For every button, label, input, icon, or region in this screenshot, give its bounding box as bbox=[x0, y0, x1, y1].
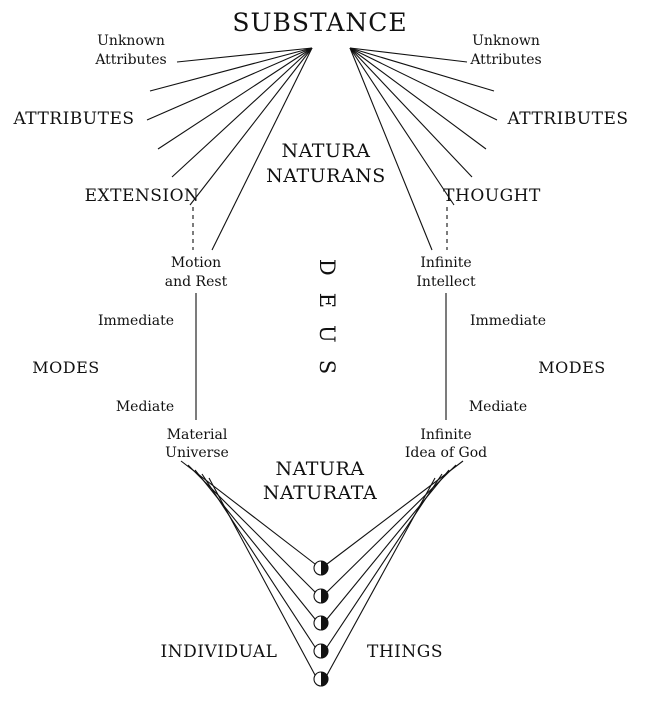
natura-naturata-label-line2: NATURATA bbox=[263, 482, 377, 504]
fan-line-right-6 bbox=[349, 47, 455, 206]
fan-line-left-5 bbox=[171, 47, 313, 178]
fan-line-left-1 bbox=[176, 47, 313, 63]
natura-naturata-label-line1: NATURA bbox=[275, 458, 364, 480]
unknown-attributes-right-label-line1: Unknown bbox=[472, 33, 540, 49]
substance-label: SUBSTANCE bbox=[232, 8, 407, 37]
individual-label: INDIVIDUAL bbox=[161, 642, 278, 662]
converge-line-left-5 bbox=[208, 477, 316, 676]
fan-line-right-5 bbox=[349, 47, 473, 178]
converge-line-right-5 bbox=[326, 477, 436, 676]
attributes-left-label: ATTRIBUTES bbox=[12, 109, 134, 129]
substance-fan-right bbox=[349, 47, 498, 251]
converge-line-left-2 bbox=[187, 464, 316, 593]
converge-line-left-1 bbox=[180, 460, 316, 565]
fan-line-right-7 bbox=[349, 47, 433, 251]
fan-line-left-6 bbox=[189, 47, 313, 206]
fan-line-right-2 bbox=[349, 47, 495, 92]
material-universe-label-line2: Universe bbox=[165, 445, 229, 461]
fan-line-right-3 bbox=[349, 47, 498, 121]
individual-thing-circle-shade bbox=[321, 672, 328, 686]
infinite-idea-of-god-label-line1: Infinite bbox=[420, 427, 471, 443]
extension-label: EXTENSION bbox=[85, 186, 200, 206]
deus-label: DEUS bbox=[315, 259, 339, 391]
attributes-right-label: ATTRIBUTES bbox=[506, 109, 628, 129]
immediate-right-label: Immediate bbox=[470, 313, 546, 329]
things-label: THINGS bbox=[367, 642, 443, 662]
mediate-right-label: Mediate bbox=[469, 399, 527, 415]
converge-line-right-4 bbox=[326, 473, 443, 648]
fan-line-left-3 bbox=[146, 47, 313, 121]
fan-line-right-1 bbox=[349, 47, 468, 63]
natura-naturans-label-line2: NATURANS bbox=[266, 165, 386, 187]
natura-naturans-label-line1: NATURA bbox=[281, 140, 370, 162]
converge-lines-left bbox=[180, 460, 316, 676]
infinite-intellect-label-line2: Intellect bbox=[416, 274, 476, 290]
modes-right-label: MODES bbox=[538, 358, 605, 377]
immediate-left-label: Immediate bbox=[98, 313, 174, 329]
converge-line-left-4 bbox=[201, 473, 316, 648]
mediate-left-label: Mediate bbox=[116, 399, 174, 415]
individual-thing-circle-shade bbox=[321, 616, 328, 630]
converge-lines-right bbox=[326, 460, 464, 676]
fan-line-right-4 bbox=[349, 47, 487, 150]
individual-thing-circle-shade bbox=[321, 561, 328, 575]
unknown-attributes-left-label-line2: Attributes bbox=[94, 52, 166, 68]
individual-thing-circle-shade bbox=[321, 644, 328, 658]
motion-and-rest-label-line1: Motion bbox=[171, 255, 221, 271]
modes-left-label: MODES bbox=[32, 358, 99, 377]
thought-label: THOUGHT bbox=[443, 186, 541, 206]
individual-things-circles bbox=[313, 560, 329, 687]
motion-and-rest-label-line2: and Rest bbox=[165, 274, 228, 290]
converge-line-right-1 bbox=[326, 460, 464, 565]
unknown-attributes-right-label-line2: Attributes bbox=[469, 52, 541, 68]
fan-line-left-4 bbox=[157, 47, 313, 150]
infinite-intellect-label-line1: Infinite bbox=[420, 255, 471, 271]
fan-line-left-7 bbox=[211, 47, 313, 251]
unknown-attributes-left-label-line1: Unknown bbox=[97, 33, 165, 49]
substance-fan-left bbox=[146, 47, 313, 251]
individual-thing-circle-shade bbox=[321, 589, 328, 603]
fan-line-left-2 bbox=[149, 47, 313, 92]
infinite-idea-of-god-label-line2: Idea of God bbox=[405, 445, 487, 461]
material-universe-label-line1: Material bbox=[167, 427, 228, 443]
